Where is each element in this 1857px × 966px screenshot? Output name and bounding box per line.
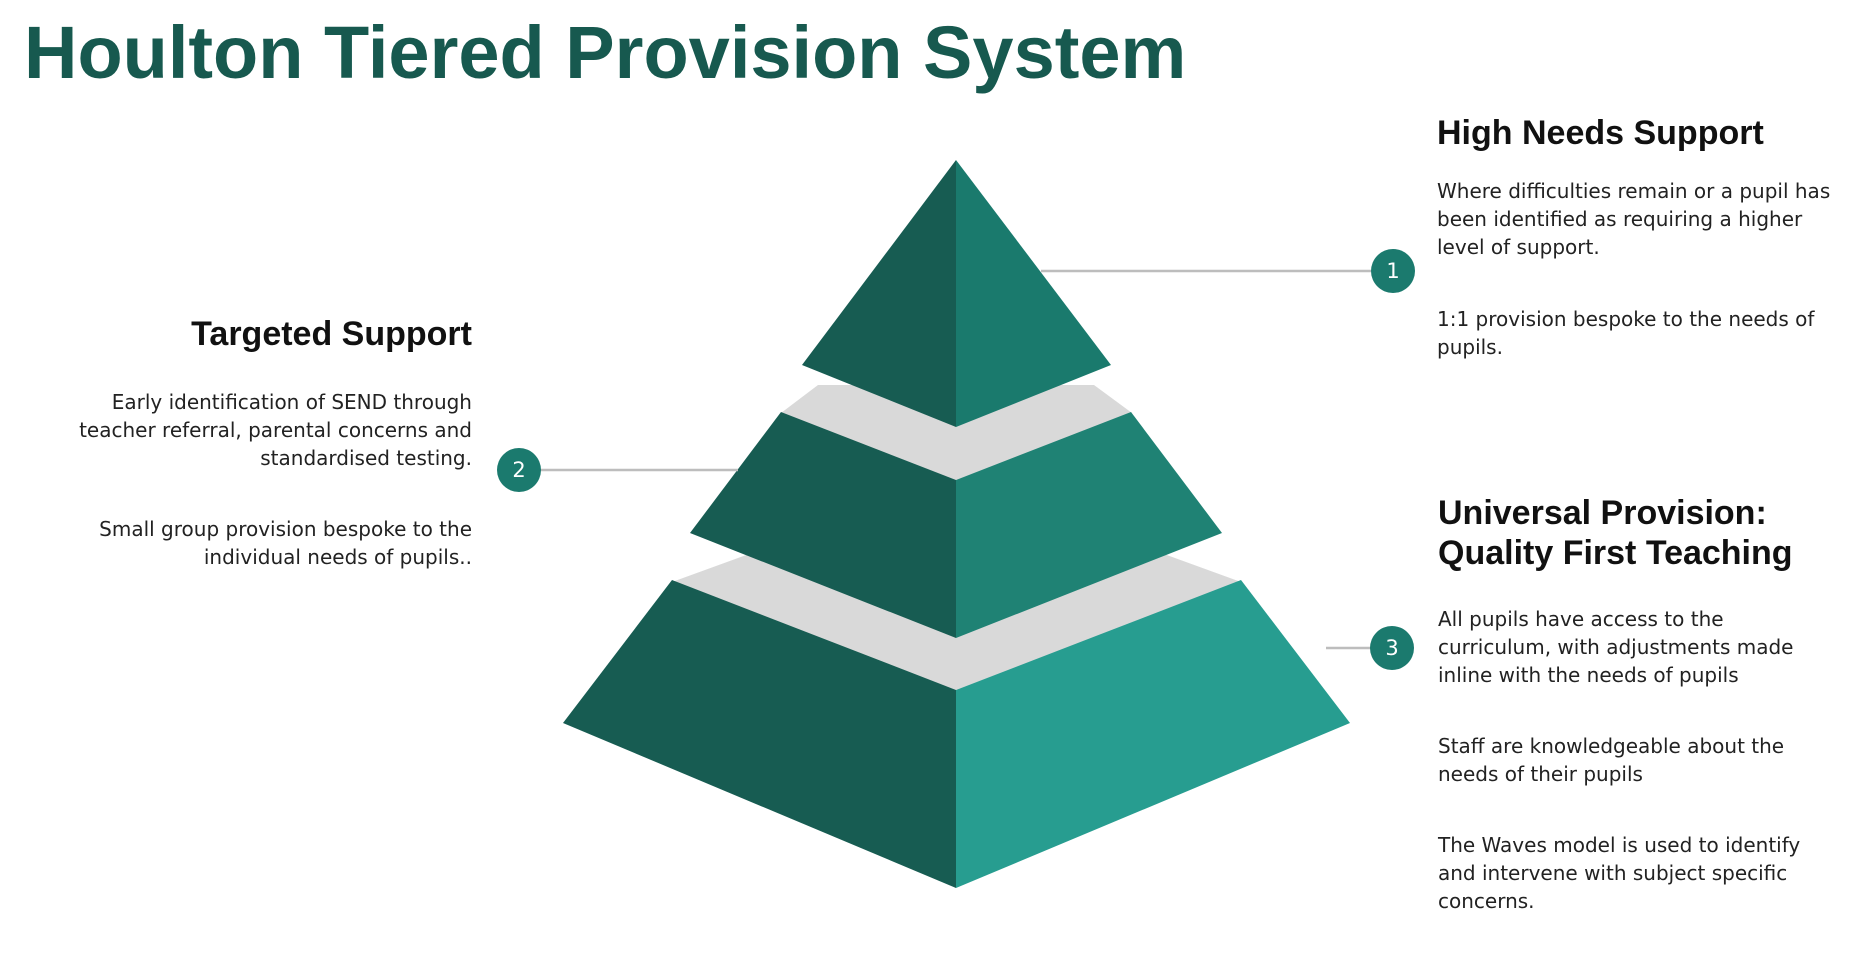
- universal-waves-model: The Waves model is used to identify and …: [1438, 833, 1801, 913]
- targeted-heading: Targeted Support: [191, 315, 472, 353]
- numbered-circle-icon: [1370, 626, 1414, 670]
- universal-heading-line-1: Universal Provision:: [1438, 494, 1767, 532]
- tier-2-right-face: [956, 412, 1222, 638]
- targeted-description: Early identification of SEND through tea…: [79, 390, 472, 470]
- universal-staff-knowledge: Staff are knowledgeable about the needs …: [1438, 734, 1785, 786]
- step-number-1: 1: [1386, 259, 1399, 283]
- high-needs-support-block: High Needs Support Where difficulties re…: [1437, 113, 1837, 361]
- tier-1-right-face: [956, 160, 1111, 427]
- step-number-2: 2: [512, 458, 525, 482]
- page-title: Houlton Tiered Provision System: [24, 11, 1187, 94]
- separator-band-upper: [781, 385, 1132, 480]
- step-number-3: 3: [1385, 636, 1398, 660]
- tier-3-left-face: [563, 580, 956, 888]
- step-badge-3: 3: [1370, 626, 1414, 670]
- numbered-circle-icon: [497, 448, 541, 492]
- universal-heading-line-2: Quality First Teaching: [1438, 534, 1793, 572]
- step-badge-1: 1: [1371, 249, 1415, 293]
- targeted-support-block: Targeted Support Early identification of…: [60, 314, 472, 571]
- universal-provision-block: Universal Provision: Quality First Teach…: [1438, 493, 1838, 915]
- high-needs-heading: High Needs Support: [1437, 114, 1764, 152]
- numbered-circle-icon: [1371, 249, 1415, 293]
- targeted-provision: Small group provision bespoke to the ind…: [99, 517, 472, 569]
- tier-1-left-face: [802, 160, 956, 427]
- high-needs-description: Where difficulties remain or a pupil has…: [1437, 179, 1831, 259]
- tier-3-right-face: [956, 580, 1350, 888]
- universal-access: All pupils have access to the curriculum…: [1438, 607, 1794, 687]
- high-needs-provision: 1:1 provision bespoke to the needs of pu…: [1437, 307, 1815, 359]
- step-badge-2: 2: [497, 448, 541, 492]
- universal-heading: Universal Provision: Quality First Teach…: [1438, 493, 1838, 573]
- tier-2-left-face: [690, 412, 956, 638]
